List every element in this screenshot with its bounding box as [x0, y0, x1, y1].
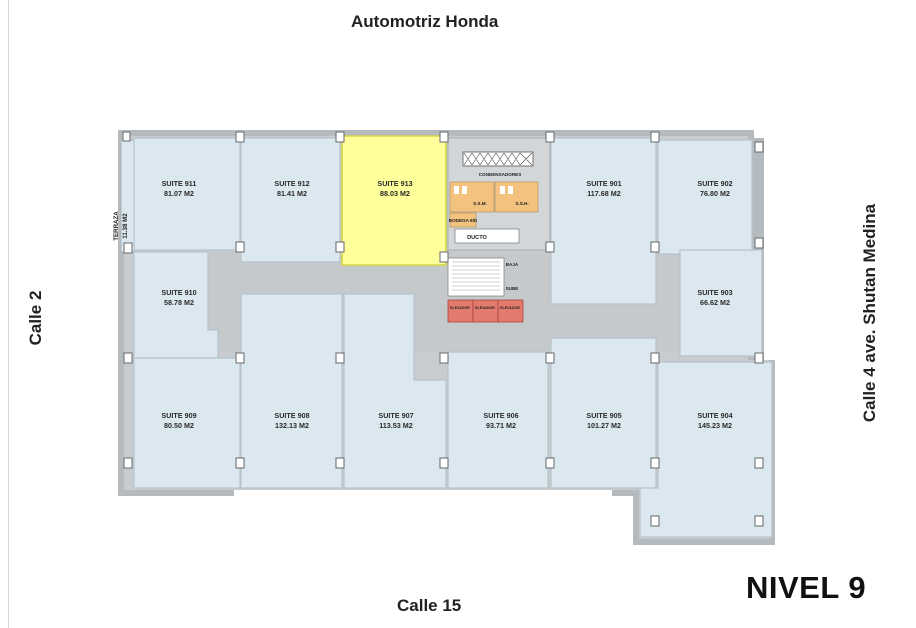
suite-912-area: 81.41 M2: [277, 189, 307, 198]
suite-908-area: 132.13 M2: [275, 421, 309, 430]
condenser-unit: [462, 151, 534, 167]
duct: [454, 228, 520, 244]
condensadores-label: CONDENSADORES: [479, 172, 522, 177]
suite-905-area: 101.27 M2: [587, 421, 621, 430]
suite-904[interactable]: SUITE 904 145.23 M2: [639, 361, 773, 538]
suite-910-name: SUITE 910: [161, 288, 196, 297]
suite-903[interactable]: SUITE 903 66.62 M2: [679, 249, 763, 357]
page-edge-line: [8, 0, 9, 628]
suite-912[interactable]: SUITE 912 81.41 M2: [240, 137, 341, 263]
suite-904-area: 145.23 M2: [698, 421, 732, 430]
suite-913[interactable]: SUITE 913 88.03 M2: [341, 135, 447, 266]
suite-902[interactable]: SUITE 902 76.80 M2: [657, 139, 753, 255]
terraza-label: TERRAZA: [113, 211, 120, 241]
suite-904-name: SUITE 904: [697, 411, 732, 420]
suite-911-area: 81.07 M2: [164, 189, 194, 198]
service-core: CONDENSADORES S.S.M. S.S.H. BODEGA 9/D D…: [447, 137, 551, 323]
suite-913-name: SUITE 913: [377, 179, 412, 188]
elevator-3-label: ELEVADOR: [500, 306, 520, 310]
street-south-label: Calle 15: [397, 596, 462, 615]
suite-913-area: 88.03 M2: [380, 189, 410, 198]
suite-902-name: SUITE 902: [697, 179, 732, 188]
suite-912-name: SUITE 912: [274, 179, 309, 188]
suite-909[interactable]: SUITE 909 80.50 M2: [133, 357, 241, 489]
suite-908-name: SUITE 908: [274, 411, 309, 420]
elevator-3: [497, 299, 524, 323]
suite-909-area: 80.50 M2: [164, 421, 194, 430]
suite-909-name: SUITE 909: [161, 411, 196, 420]
level-label: NIVEL 9: [746, 570, 867, 605]
suite-902-area: 76.80 M2: [700, 189, 730, 198]
suite-906-area: 93.71 M2: [486, 421, 516, 430]
suite-907-area: 113.53 M2: [379, 421, 413, 430]
suite-907-name: SUITE 907: [378, 411, 413, 420]
suite-905[interactable]: SUITE 905 101.27 M2: [550, 337, 657, 489]
suite-911[interactable]: SUITE 911 81.07 M2: [133, 137, 241, 251]
suite-907[interactable]: SUITE 907 113.53 M2: [343, 293, 447, 489]
ducto-label: DUCTO: [467, 235, 487, 241]
suite-905-name: SUITE 905: [586, 411, 621, 420]
ssm-label: S.S.M.: [473, 201, 487, 206]
suite-906[interactable]: SUITE 906 93.71 M2: [447, 351, 549, 489]
suite-903-area: 66.62 M2: [700, 298, 730, 307]
suite-901[interactable]: SUITE 901 117.68 M2: [550, 137, 657, 305]
stairs: [447, 257, 505, 297]
street-north-label: Automotriz Honda: [351, 12, 499, 31]
bodega-label: BODEGA 9/D: [449, 218, 478, 223]
elevator-2: [472, 299, 499, 323]
suite-910-area: 58.78 M2: [164, 298, 194, 307]
suite-901-area: 117.68 M2: [587, 189, 621, 198]
sube-label: SUBE: [506, 286, 519, 291]
elevator-2-label: ELEVADOR: [475, 306, 495, 310]
structural-columns: [122, 131, 764, 527]
elevator-1: [447, 299, 474, 323]
suite-903-name: SUITE 903: [697, 288, 732, 297]
storage-room: [449, 212, 477, 228]
suite-908[interactable]: SUITE 908 132.13 M2: [240, 293, 343, 489]
baja-label: BAJA: [506, 262, 519, 267]
terraza-area-label: 11.38 M2: [122, 213, 129, 239]
elevator-1-label: ELEVADOR: [450, 306, 470, 310]
suite-901-name: SUITE 901: [586, 179, 621, 188]
suite-911-name: SUITE 911: [162, 179, 197, 188]
ssh-label: S.S.H.: [515, 201, 528, 206]
suite-910[interactable]: SUITE 910 58.78 M2: [133, 251, 219, 359]
suite-906-name: SUITE 906: [483, 411, 518, 420]
